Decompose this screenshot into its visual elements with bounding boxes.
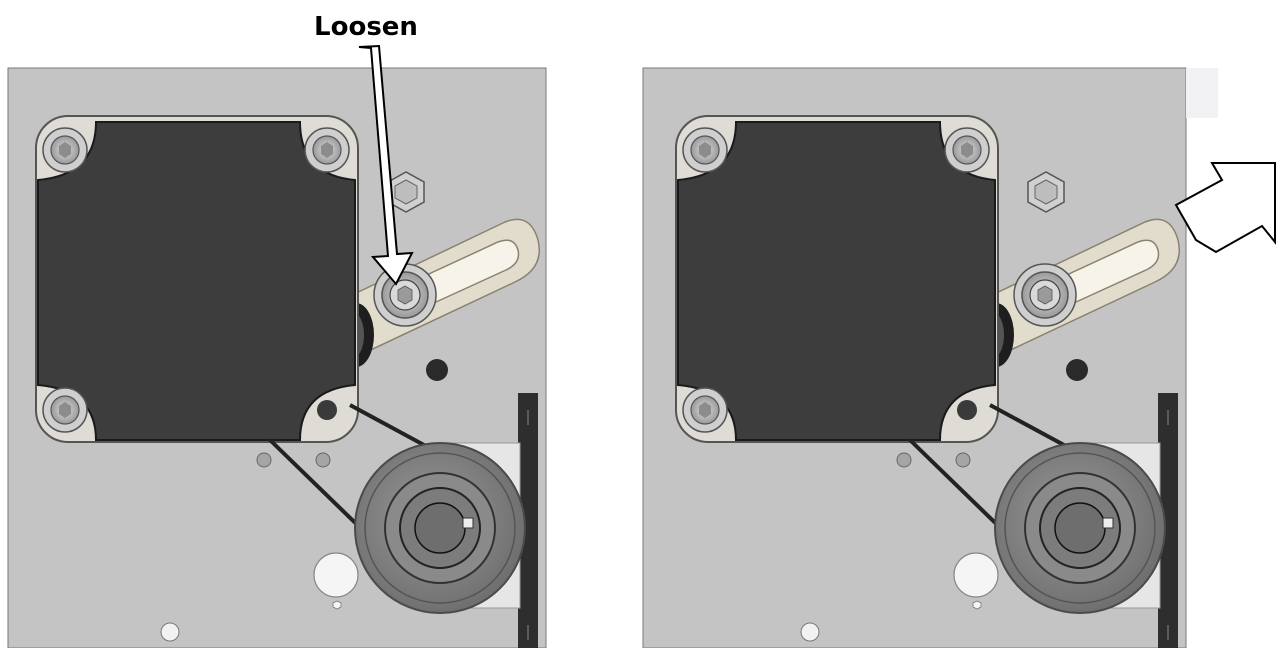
plate-edge-highlight — [1186, 68, 1218, 118]
loosen-arrow — [358, 44, 414, 286]
panel-before — [7, 67, 547, 648]
panel-after — [642, 67, 1218, 648]
tension-direction-arrow — [1174, 162, 1276, 254]
loosen-label: Loosen — [314, 12, 418, 42]
